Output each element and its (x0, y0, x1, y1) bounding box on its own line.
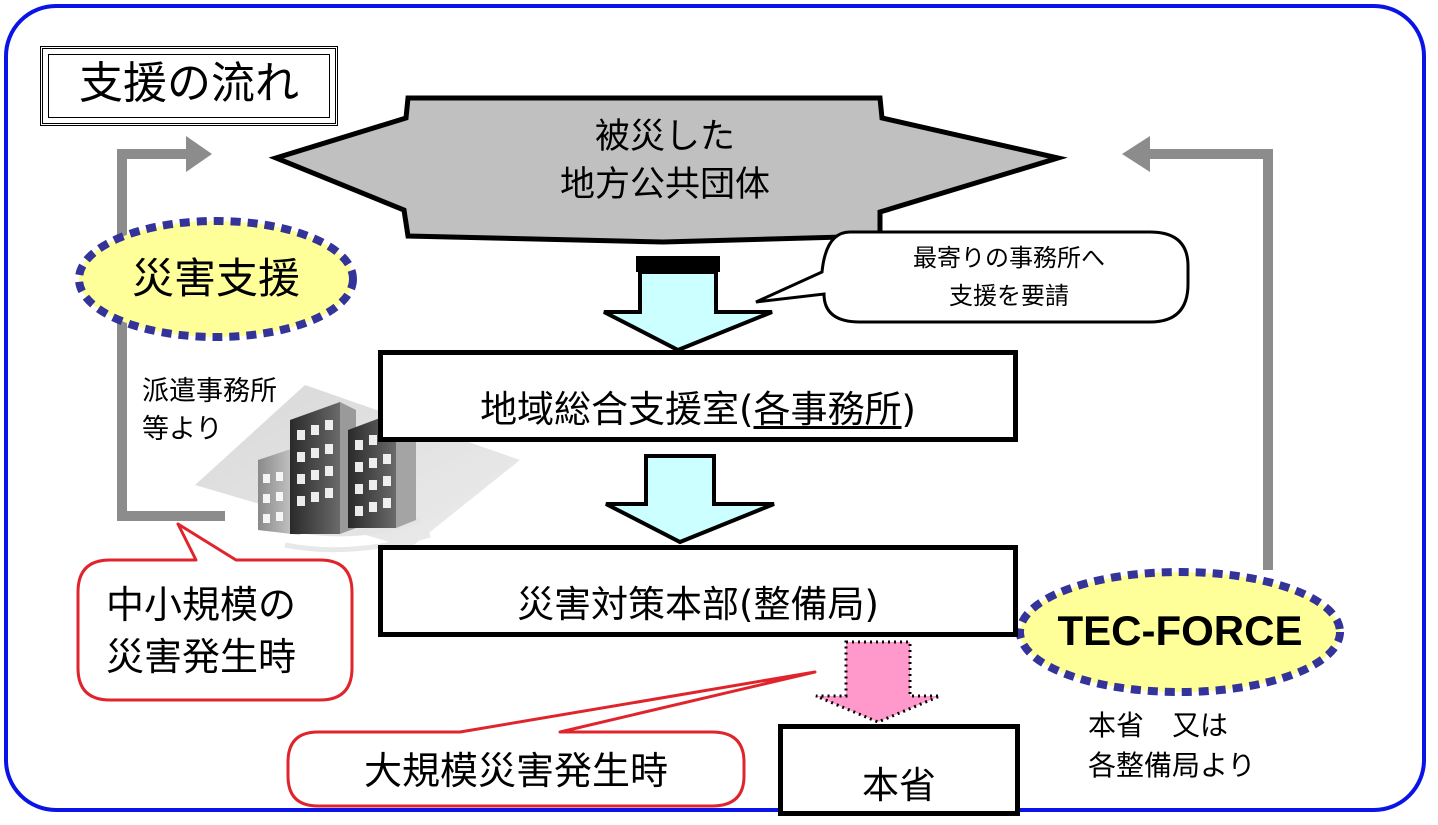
office-box-prefix: 地域総合支援室( (480, 388, 754, 431)
large-scale-callout (286, 670, 817, 808)
page-title: 支援の流れ (79, 58, 299, 109)
tec-force-label: TEC-FORCE (1057, 607, 1303, 654)
down-arrow-icon (603, 270, 773, 353)
left-return-arrow-icon (117, 149, 225, 521)
small-scale-callout (76, 522, 354, 702)
pink-down-arrow-icon (815, 640, 941, 724)
tec-force-ellipse (1016, 568, 1344, 696)
target-line1: 被災した (594, 117, 735, 157)
left-return-arrowhead (186, 136, 212, 172)
regional-support-office-box: 地域総合支援室(各事務所) (378, 350, 1018, 442)
arrow-bar (636, 256, 720, 272)
small-scale-line2: 災害発生時 (106, 635, 297, 679)
office-box-suffix: ) (901, 388, 916, 431)
disaster-hq-box: 災害対策本部(整備局) (378, 545, 1018, 637)
diagram-frame (4, 4, 1426, 812)
request-bubble (755, 230, 1190, 324)
office-box-underlined: 各事務所 (753, 388, 902, 431)
request-bubble-line2: 支援を要請 (949, 282, 1069, 310)
tec-force-note-line2: 各整備局より (1088, 749, 1256, 782)
ministry-box: 本省 (778, 724, 1020, 816)
right-return-arrow-icon (1148, 149, 1273, 570)
affected-government-shape (268, 95, 1068, 245)
dispatch-note-line1: 派遣事務所 (142, 376, 277, 407)
large-scale-label: 大規模災害発生時 (363, 749, 668, 793)
building-icon (195, 385, 520, 553)
title-box (40, 46, 338, 126)
tec-force-note-line1: 本省 又は (1088, 709, 1229, 742)
disaster-support-ellipse (75, 217, 357, 341)
small-scale-line1: 中小規模の (106, 583, 297, 627)
target-line2: 地方公共団体 (559, 165, 770, 205)
ministry-box-label: 本省 (862, 764, 936, 807)
request-bubble-line1: 最寄りの事務所へ (913, 244, 1105, 272)
disaster-support-label: 災害支援 (131, 254, 300, 303)
hq-box-label: 災害対策本部(整備局) (517, 583, 879, 626)
right-return-arrowhead (1122, 136, 1150, 172)
down-arrow-icon (605, 454, 775, 545)
dispatch-note-line2: 等より (142, 414, 223, 445)
